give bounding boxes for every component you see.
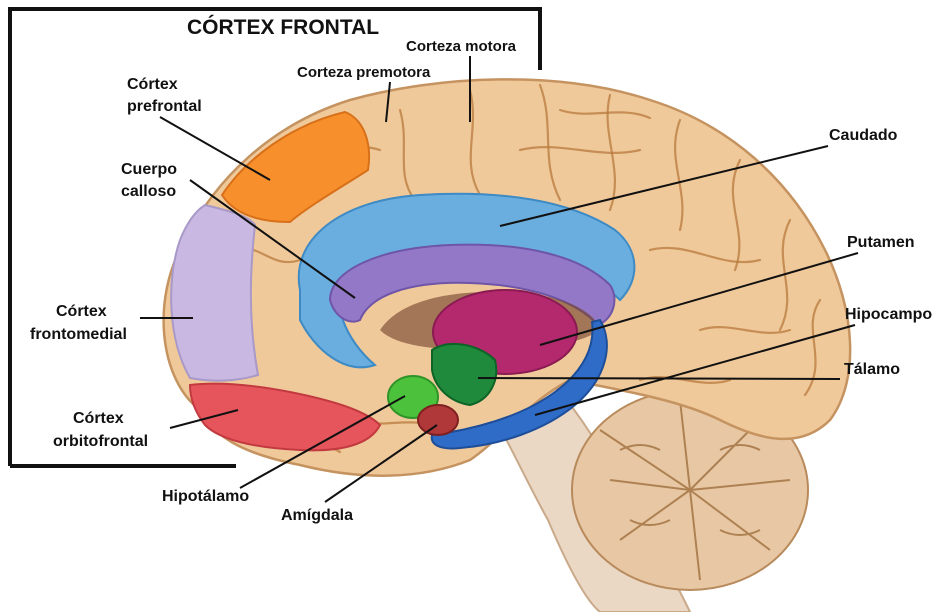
label-hipocampo: Hipocampo (845, 306, 932, 323)
amygdala-region (418, 405, 458, 435)
leader-talamo (478, 378, 840, 379)
label-cortex-frontomedial-line1: Córtex (56, 303, 107, 320)
label-putamen: Putamen (847, 234, 915, 251)
label-corteza-motora: Corteza motora (406, 38, 517, 55)
label-caudado: Caudado (829, 127, 898, 144)
label-hipotalamo: Hipotálamo (162, 488, 249, 505)
diagram-title: CÓRTEX FRONTAL (187, 15, 379, 39)
label-talamo: Tálamo (844, 361, 900, 378)
label-cortex-orbitofrontal-line1: Córtex (73, 410, 124, 427)
frontomedial-region (171, 205, 258, 381)
label-cortex-frontomedial-line2: frontomedial (30, 326, 127, 343)
label-cortex-prefrontal-line2: prefrontal (127, 98, 202, 115)
label-cortex-prefrontal-line1: Córtex (127, 76, 178, 93)
label-cuerpo-calloso-line2: calloso (121, 183, 176, 200)
label-cortex-orbitofrontal-line2: orbitofrontal (53, 433, 148, 450)
label-cuerpo-calloso-line1: Cuerpo (121, 161, 177, 178)
label-corteza-premotora: Corteza premotora (297, 64, 431, 81)
label-amigdala: Amígdala (281, 507, 353, 524)
